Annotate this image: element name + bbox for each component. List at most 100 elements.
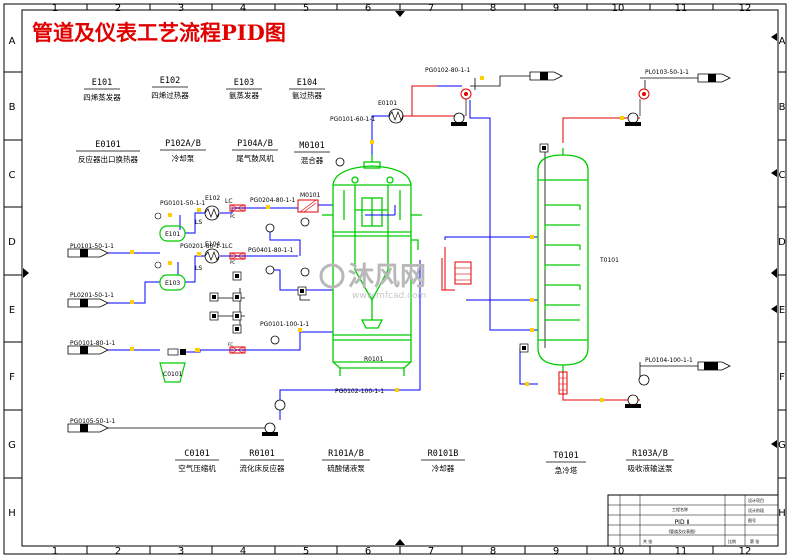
legend-tag: P102A/B: [165, 139, 201, 149]
pump-bottom-right: [625, 374, 650, 408]
grid-column-label: 8: [490, 3, 496, 14]
tb-cell: 设计阶段: [748, 507, 764, 513]
tb-cell: 第 张: [750, 538, 759, 544]
controller-label: LC: [225, 198, 233, 205]
grid-row-label: D: [8, 237, 16, 248]
legend-desc: 急冷塔: [555, 465, 578, 475]
legend-tag: P104A/B: [237, 139, 273, 149]
grid-column-label: 11: [675, 546, 688, 557]
tb-drawing: PID Ⅱ: [675, 519, 690, 526]
legend-tag: T0101: [553, 451, 579, 461]
grid-column-label: 3: [178, 546, 184, 557]
line-number: PG0105-50-1-1: [70, 418, 115, 425]
grid-column-label: 10: [612, 3, 625, 14]
legend-mid-e0101: E0101 反应器出口换热器: [76, 140, 140, 164]
legend-top-e102: E102 四烯过热器: [151, 76, 189, 100]
equipment-label: C0101: [163, 371, 183, 378]
legend-bottom-c0101: C0101 空气压缩机: [175, 449, 219, 473]
grid-column-label: 2: [115, 3, 121, 14]
control-valves: PC PC FC: [228, 204, 246, 354]
reactor-internal-lines: [365, 205, 396, 216]
tb-cell: 设计项目: [748, 497, 764, 503]
legend-desc: 流化床反应器: [240, 463, 285, 473]
red-piping: [402, 85, 640, 401]
inlet-arrow-1: [67, 248, 109, 258]
line-number-markers: [130, 76, 624, 402]
inlet-arrow-3: [67, 345, 109, 355]
tb-cell: 共 张: [643, 538, 652, 544]
exchanger-e0101: E0101: [378, 100, 404, 124]
legend-tag: E104: [297, 78, 317, 88]
inlet-arrows: [67, 248, 109, 433]
controller-label: LC: [225, 243, 233, 250]
controller-label: FC: [228, 342, 233, 347]
legend-mid-p102: P102A/B 冷却泵: [160, 139, 206, 163]
legend-bottom-t0101: T0101 急冷塔: [546, 451, 586, 475]
pump-bottom-left: [262, 399, 286, 436]
line-number: PG0201-80-1-1: [180, 243, 225, 250]
grid-column-label: 9: [553, 3, 559, 14]
grid-row-label: C: [9, 170, 16, 181]
line-number: PL0103-50-1-1: [645, 69, 689, 76]
equipment-label: E0101: [378, 100, 397, 107]
legend-desc: 四烯过热器: [151, 90, 189, 100]
legend-top-e101: E101 四烯蒸发器: [83, 78, 121, 102]
legend-top-e103: E103 氨蒸发器: [226, 78, 262, 100]
equipment-label: R0101: [364, 356, 384, 363]
grid-row-label: C: [779, 170, 786, 181]
legend-tag: R0101B: [428, 449, 459, 459]
exchanger-e104: E104 LC LS: [195, 241, 233, 272]
compressor-c0101: C0101: [159, 348, 186, 383]
grid-column-label: 1: [52, 3, 58, 14]
legend-mid-m0101: M0101 混合器: [294, 141, 330, 165]
grid-row-label: E: [9, 305, 15, 316]
pumps: [262, 88, 650, 436]
grid-column-label: 11: [675, 3, 688, 14]
vessel-e101: E101: [154, 212, 186, 242]
instrument-bubbles: [265, 157, 345, 345]
grid-row-label: A: [9, 36, 16, 47]
instrument-box-fills: [212, 146, 546, 350]
legend-bottom-r0101b: R0101B 冷却器: [421, 449, 465, 473]
control-valve-2: [229, 252, 246, 260]
line-number: PG0101-60-1-1: [330, 116, 375, 123]
legend-desc: 硫酸储液泵: [327, 463, 365, 473]
grid-column-label: 1: [52, 546, 58, 557]
grid-column-label: 8: [490, 546, 496, 557]
legend-tag: R101A/B: [328, 449, 364, 459]
controller-label: PC: [230, 260, 235, 265]
line-number: PG0401-80-1-1: [248, 247, 293, 254]
grid-column-label: 4: [240, 546, 246, 557]
grid-column-label: 4: [240, 3, 246, 14]
equipment-label: E102: [205, 195, 220, 202]
legend-top: E101 四烯蒸发器 E102 四烯过热器 E103 氨蒸发器 E104 氨过热…: [83, 76, 325, 102]
grid-row-label: H: [778, 508, 786, 519]
line-number: PL0101-50-1-1: [70, 243, 114, 250]
grid-row-label: G: [8, 440, 16, 451]
grid-column-label: 5: [303, 546, 309, 557]
exchanger-e102: E102 LC LS: [195, 195, 233, 226]
equipment-label: M0101: [300, 192, 321, 199]
outlet-arrows: [529, 71, 731, 371]
legend-desc: 冷却泵: [172, 153, 195, 163]
legend-desc: 冷却器: [432, 463, 455, 473]
legend-mid-p104: P104A/B 尾气鼓风机: [232, 139, 278, 163]
legend-bottom: C0101 空气压缩机 R0101 流化床反应器 R101A/B 硫酸储液泵 R…: [175, 449, 674, 475]
grid-row-label: F: [9, 372, 15, 383]
line-number: PL0201-50-1-1: [70, 292, 114, 299]
controller-label: LS: [195, 265, 202, 272]
inlet-arrow-2: [67, 298, 109, 308]
legend-tag: R103A/B: [632, 449, 668, 459]
title-block: 工程名称 PID Ⅱ (管道及仪表图) 设计项目 设计阶段 图号 比例 共 张 …: [607, 494, 779, 547]
inlet-arrow-4: [67, 423, 109, 433]
equipment-label: E103: [165, 280, 180, 287]
line-number: PG0102-100-1-1: [335, 388, 384, 395]
mixer-m0101: M0101: [297, 192, 321, 213]
grid-column-label: 12: [739, 546, 752, 557]
drawing-title: 管道及仪表工艺流程PID图: [32, 20, 286, 45]
grid-row-label: E: [779, 305, 785, 316]
legend-desc: 反应器出口换热器: [78, 154, 138, 164]
legend-bottom-r103ab: R103A/B 吸收液输送泵: [626, 449, 674, 473]
controller-label: PC: [230, 214, 235, 219]
